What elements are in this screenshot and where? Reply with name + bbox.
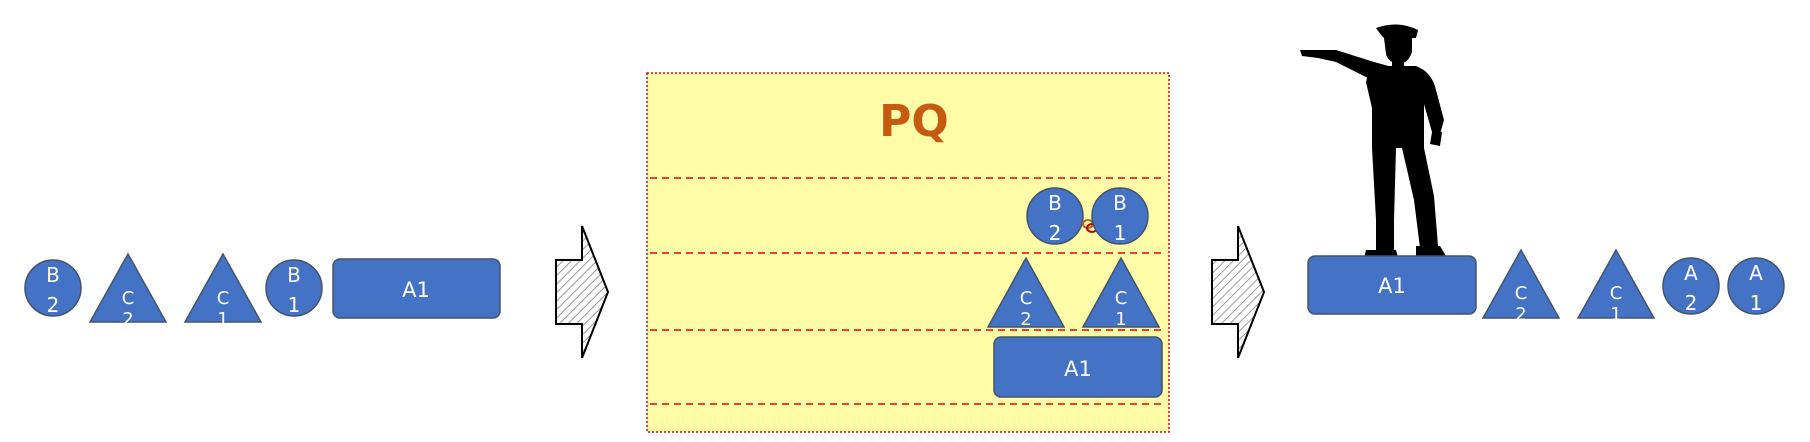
input-stream: B 2 C 2 C 1 B 1 A1 xyxy=(24,252,501,330)
output-circle-a1-line1: A xyxy=(1749,261,1763,285)
queue-rect-a1: A1 xyxy=(993,336,1163,398)
output-circle-a1: A 1 xyxy=(1727,257,1785,315)
output-triangle-c2-line1: C xyxy=(1515,283,1528,304)
input-circle-b1-line2: 1 xyxy=(288,293,301,317)
queue-triangle-c2: C 2 xyxy=(986,256,1066,330)
queue-triangle-c1-line1: C xyxy=(1115,288,1128,309)
input-rect-a1-label: A1 xyxy=(402,278,430,302)
queue-rect-a1-label: A1 xyxy=(1064,357,1092,381)
input-triangle-c1-line2: 1 xyxy=(217,309,228,330)
output-triangle-c1-line2: 1 xyxy=(1610,304,1621,325)
input-circle-b1-line1: B xyxy=(287,263,301,287)
output-rect-a1: A1 xyxy=(1307,255,1477,315)
hatched-right-arrow-icon xyxy=(1211,225,1266,359)
queue-triangle-c2-line2: 2 xyxy=(1020,309,1031,330)
output-circle-a1-line2: 1 xyxy=(1750,291,1763,315)
output-triangle-c1: C 1 xyxy=(1576,248,1656,325)
output-circle-a2-line2: 2 xyxy=(1685,291,1698,315)
input-circle-b1: B 1 xyxy=(265,259,323,317)
queue-circle-b2: B 2 xyxy=(1026,187,1084,245)
input-triangle-c2: C 2 xyxy=(88,252,168,330)
input-rect-a1: A1 xyxy=(332,258,501,319)
police-officer-silhouette-icon xyxy=(1300,24,1446,258)
input-circle-b2-line1: B xyxy=(46,263,60,287)
queue-triangle-c2-line1: C xyxy=(1020,288,1033,309)
queue-circle-b1-line1: B xyxy=(1113,191,1127,215)
output-stream: A1 C 2 C 1 A 2 A 1 xyxy=(1307,248,1785,325)
queue-circle-b1: B 1 xyxy=(1091,187,1149,245)
queue-triangle-c1-line2: 1 xyxy=(1115,309,1126,330)
input-triangle-c2-line1: C xyxy=(122,288,135,309)
output-circle-a2-line1: A xyxy=(1684,261,1698,285)
queue-triangle-c1: C 1 xyxy=(1081,256,1161,330)
input-triangle-c1: C 1 xyxy=(183,252,263,330)
input-triangle-c2-line2: 2 xyxy=(122,309,133,330)
output-rect-a1-label: A1 xyxy=(1378,274,1406,298)
output-triangle-c1-line1: C xyxy=(1610,283,1623,304)
output-triangle-c2-line2: 2 xyxy=(1515,304,1526,325)
queue-circle-b2-line2: 2 xyxy=(1049,221,1062,245)
queue-circle-b2-line1: B xyxy=(1048,191,1062,215)
input-triangle-c1-line1: C xyxy=(217,288,230,309)
queue-circle-b1-line2: 1 xyxy=(1114,221,1127,245)
input-circle-b2: B 2 xyxy=(24,259,82,317)
priority-queue: PQ B 2 B 1 C 2 C 1 xyxy=(646,72,1170,433)
hatched-right-arrow-icon xyxy=(555,225,610,359)
output-circle-a2: A 2 xyxy=(1662,257,1720,315)
output-triangle-c2: C 2 xyxy=(1481,248,1561,325)
input-circle-b2-line2: 2 xyxy=(47,293,60,317)
queue-title: PQ xyxy=(879,96,949,147)
